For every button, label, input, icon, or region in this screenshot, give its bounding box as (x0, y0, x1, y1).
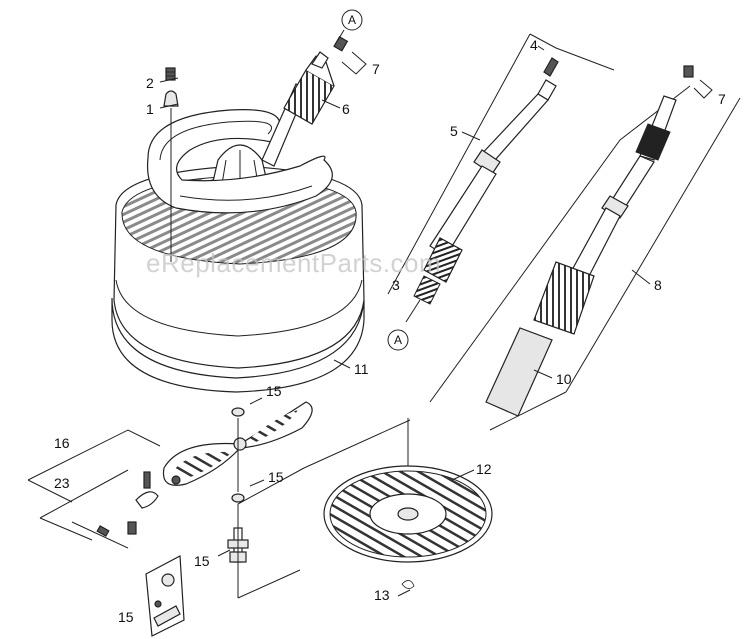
label-part-8: 8 (654, 277, 662, 293)
label-part-7-top: 7 (372, 61, 380, 77)
spray-arm (162, 401, 313, 486)
svg-text:A: A (394, 333, 402, 347)
label-part-5: 5 (450, 123, 458, 139)
label-part-15-d: 15 (118, 609, 134, 625)
label-part-4: 4 (530, 37, 538, 53)
part-1-cap (163, 90, 179, 107)
washers (231, 407, 245, 503)
label-part-10: 10 (556, 371, 572, 387)
wand-section (387, 33, 615, 323)
callout-a-bottom: A (387, 329, 409, 351)
extension-wand-section (429, 65, 741, 431)
hose-kit-lines (27, 429, 161, 549)
label-part-1: 1 (146, 101, 154, 117)
label-part-15-c: 15 (194, 553, 210, 569)
part-2-screw (165, 67, 176, 81)
label-part-15-b: 15 (268, 469, 284, 485)
label-part-23: 23 (54, 475, 70, 491)
label-part-12: 12 (476, 461, 492, 477)
label-part-16: 16 (54, 435, 70, 451)
label-part-13: 13 (374, 587, 390, 603)
nozzle-fittings (96, 471, 181, 537)
leader-lines (159, 45, 651, 597)
label-part-2: 2 (146, 75, 154, 91)
part-labels: 2 1 6 7 4 5 7 3 8 10 11 12 13 15 15 15 1… (54, 37, 726, 625)
label-part-7-right: 7 (718, 91, 726, 107)
svg-text:A: A (348, 13, 356, 27)
callout-a-top: A (341, 9, 363, 31)
cleaner-housing (111, 83, 365, 393)
part-6-swivel-connector (283, 51, 335, 125)
label-brackets (217, 397, 265, 557)
label-part-3: 3 (392, 277, 400, 293)
label-part-11: 11 (354, 361, 369, 377)
label-part-15-a: 15 (266, 383, 282, 399)
watermark: eReplacementParts.com (146, 248, 441, 278)
part-7-fitting-top (333, 29, 367, 75)
part-12-guard-plate (323, 465, 493, 563)
part-13-clip (401, 580, 415, 589)
mount-plate (145, 555, 185, 637)
label-part-6: 6 (342, 101, 350, 117)
